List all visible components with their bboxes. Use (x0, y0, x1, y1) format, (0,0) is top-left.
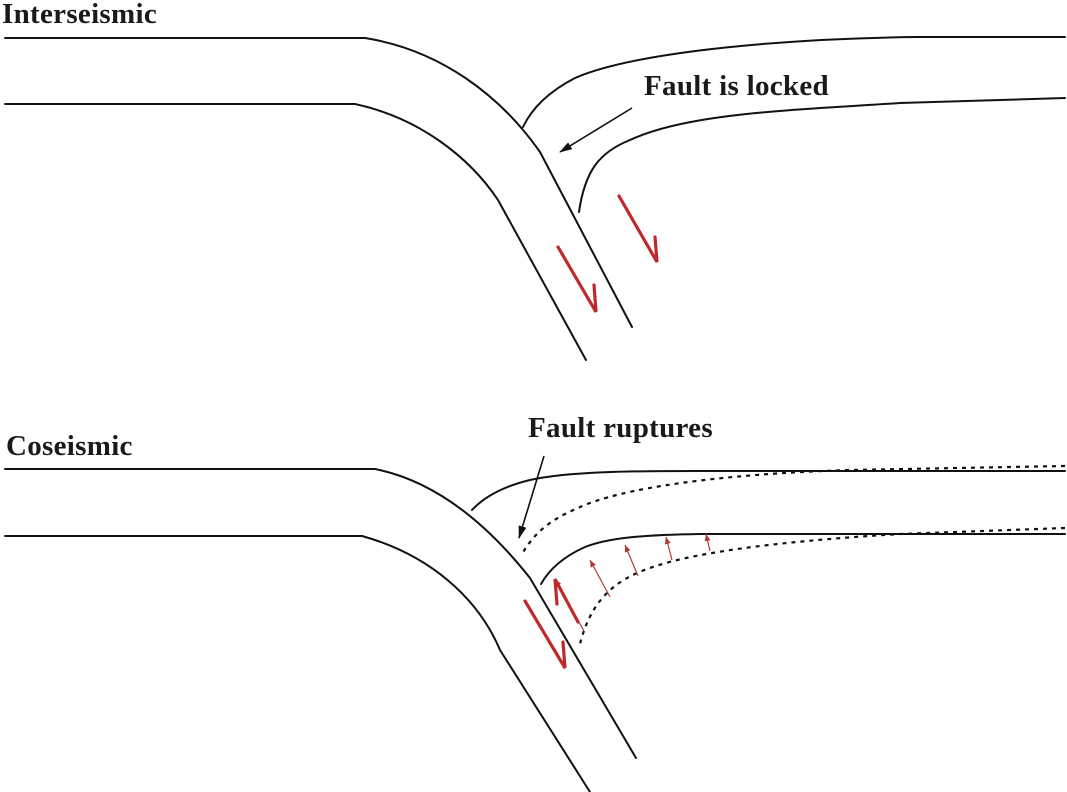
uplift-arrows (554, 533, 711, 632)
overriding-slip-arrow (553, 578, 580, 624)
overriding-slip-arrow (617, 194, 659, 263)
slip-arrows (523, 578, 580, 669)
subducting-plate-bottom-surface (4, 535, 591, 792)
pre-rupture-top-surface (521, 464, 1066, 555)
overriding-plate-bottom-surface (540, 533, 1066, 585)
coseismic-panel (4, 455, 1066, 792)
overriding-plate-top-surface (522, 36, 1066, 128)
overriding-plate-pre-rupture-dotted (521, 464, 1066, 649)
fault-pointer-arrow (518, 455, 545, 539)
uplift-arrow (589, 559, 611, 598)
subducting-plate (4, 468, 637, 792)
overriding-plate-bottom-surface (578, 97, 1066, 213)
overriding-plate (522, 36, 1066, 213)
fault-pointer-arrow (559, 107, 633, 153)
subducting-plate-top-surface (4, 468, 637, 759)
slip-arrows (556, 194, 659, 313)
uplift-arrow (664, 536, 673, 561)
uplift-arrow (624, 544, 639, 577)
panel-title-interseismic: Interseismic (2, 0, 158, 30)
subducting-plate-bottom-surface (4, 103, 587, 361)
panel-title-coseismic: Coseismic (6, 430, 133, 462)
overriding-plate-top-surface (471, 470, 1066, 511)
uplift-arrow (704, 533, 711, 552)
interseismic-panel (4, 36, 1066, 361)
annotation-fault-locked: Fault is locked (644, 70, 829, 102)
pre-rupture-bottom-surface (577, 526, 1066, 649)
annotation-fault-ruptures: Fault ruptures (528, 412, 713, 444)
subducting-plate (4, 37, 633, 361)
overriding-plate-deformed (471, 470, 1066, 585)
slab-slip-arrow (523, 599, 567, 669)
slab-slip-arrow (556, 245, 598, 313)
subducting-plate-top-surface (4, 37, 633, 328)
